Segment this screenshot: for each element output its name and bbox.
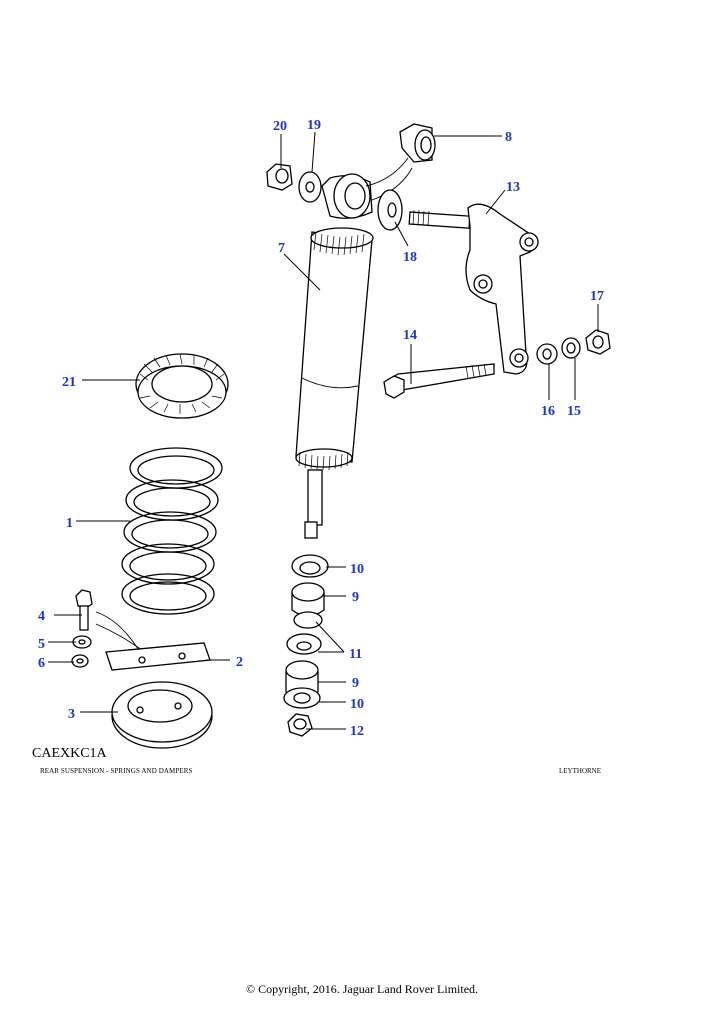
callout-18: 18 — [403, 250, 417, 265]
callout-numbers: 20 19 8 13 7 18 17 14 16 15 21 1 10 9 4 … — [38, 118, 604, 739]
callout-9-lower: 9 — [352, 676, 359, 691]
callout-19: 19 — [307, 118, 321, 133]
nut-17 — [585, 329, 611, 355]
callout-14: 14 — [403, 328, 417, 343]
callout-2: 2 — [236, 655, 243, 670]
bolt-14 — [383, 363, 495, 399]
callout-8: 8 — [505, 130, 512, 145]
diagram-code: CAEXKC1A — [32, 746, 107, 761]
shock-absorber — [295, 173, 374, 539]
nut-20 — [266, 163, 293, 191]
callout-17: 17 — [590, 289, 604, 304]
callout-4: 4 — [38, 609, 45, 624]
diagram-caption: REAR SUSPENSION - SPRINGS AND DAMPERS — [40, 767, 193, 775]
bolt-4 — [75, 589, 93, 631]
plate-2 — [105, 642, 211, 671]
washer-19 — [298, 171, 322, 203]
callout-10-upper: 10 — [350, 562, 364, 577]
diagram-location: LEYTHORNE — [559, 767, 601, 775]
callout-5: 5 — [38, 637, 45, 652]
bracket-13 — [408, 203, 539, 375]
callout-11: 11 — [349, 647, 362, 662]
washer-18 — [377, 189, 403, 231]
callout-21: 21 — [62, 375, 76, 390]
callout-7: 7 — [278, 241, 285, 256]
bush-8 — [365, 123, 436, 201]
callout-20: 20 — [273, 119, 287, 134]
exploded-parts-diagram: 20 19 8 13 7 18 17 14 16 15 21 1 10 9 4 … — [38, 118, 611, 749]
callout-3: 3 — [68, 707, 75, 722]
coil-spring-1 — [121, 447, 223, 615]
copyright-footer: © Copyright, 2016. Jaguar Land Rover Lim… — [245, 982, 479, 996]
leader-lines — [48, 131, 599, 730]
callout-12: 12 — [350, 724, 364, 739]
spring-seat-21 — [135, 353, 229, 419]
callout-6: 6 — [38, 656, 45, 671]
callout-16: 16 — [541, 404, 555, 419]
callout-13: 13 — [506, 180, 520, 195]
callout-15: 15 — [567, 404, 581, 419]
spring-washer-15 — [561, 337, 581, 359]
lower-mount-stack — [283, 554, 329, 737]
callout-1: 1 — [66, 516, 73, 531]
callout-10-lower: 10 — [350, 697, 364, 712]
washer-5 — [72, 635, 92, 649]
washer-6 — [71, 654, 89, 668]
spring-seat-3 — [111, 681, 213, 749]
washer-16 — [536, 343, 558, 365]
callout-9-upper: 9 — [352, 590, 359, 605]
